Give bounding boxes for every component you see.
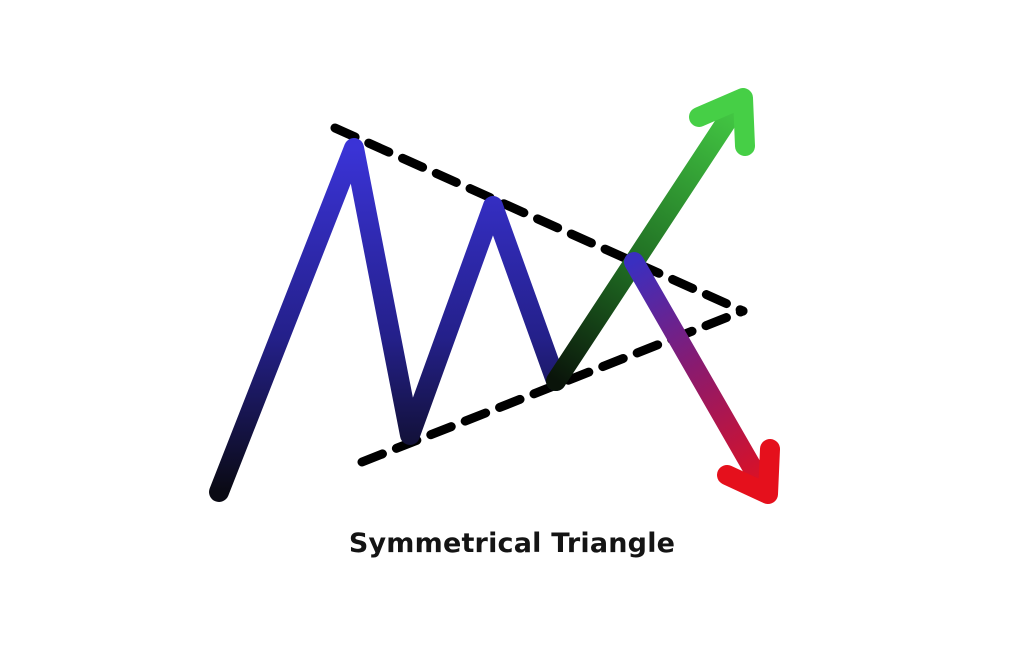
price-zigzag-line bbox=[209, 138, 566, 502]
bullish-breakout-arrow-icon bbox=[546, 88, 755, 391]
diagram-caption: Symmetrical Triangle bbox=[348, 528, 676, 559]
upper-trendline bbox=[330, 123, 748, 316]
bearish-breakdown-arrow-icon bbox=[624, 252, 780, 504]
